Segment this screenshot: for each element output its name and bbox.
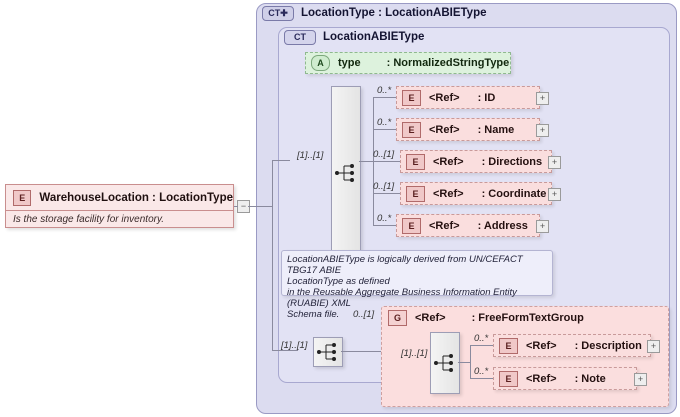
plus-icon[interactable]: + — [536, 92, 549, 105]
root-element-header: E WarehouseLocation : LocationType — [6, 185, 233, 211]
root-element-title: WarehouseLocation : LocationType — [39, 191, 233, 204]
annotation-note: LocationABIEType is logically derived fr… — [281, 250, 553, 320]
connector-to-main-sequence — [272, 160, 290, 161]
element-cardinality-2: 0..[1] — [373, 149, 395, 160]
connector-root-to-branch — [248, 206, 272, 207]
connector-vertical-branch — [272, 160, 273, 350]
group-outer-sequence-compositor[interactable] — [313, 337, 343, 367]
element-ref-label: <Ref> — [433, 155, 464, 168]
main-sequence-cardinality: [1]..[1] — [297, 150, 324, 161]
annotation-line-3: in the Reusable Aggregate Business Infor… — [287, 287, 517, 309]
connector-sequence-out — [359, 161, 373, 162]
element-type-label: : ID — [477, 91, 496, 104]
element-badge-icon: E — [402, 217, 421, 234]
attribute-type: : NormalizedStringType — [386, 57, 510, 69]
group-cardinality: 0..[1] — [353, 309, 375, 320]
element-expand-button-note[interactable]: + — [634, 373, 647, 386]
element-row-id[interactable]: E <Ref> : ID — [396, 86, 540, 109]
element-type-label: : Coordinate — [481, 187, 547, 200]
element-badge-icon: E — [402, 89, 421, 106]
plus-icon[interactable]: + — [536, 124, 549, 137]
group-sequence-compositor[interactable] — [430, 332, 460, 394]
root-element-annotation: Is the storage facility for inventory. — [13, 214, 164, 225]
annotation-line-2: LocationType as defined — [287, 276, 390, 287]
connector-group-element-spine — [470, 345, 471, 379]
plus-icon[interactable]: + — [634, 373, 647, 386]
element-badge-icon: E — [499, 337, 518, 354]
attribute-row-type[interactable]: A type : NormalizedStringType — [305, 52, 511, 74]
complextype-panel-title: LocationType : LocationABIEType — [301, 7, 487, 19]
group-ref-label: <Ref> — [415, 312, 446, 324]
group-element-cardinality-0: 0..* — [474, 333, 489, 344]
annotation-line-1: LocationABIEType is logically derived fr… — [287, 254, 523, 276]
element-ref-label: <Ref> — [526, 372, 557, 385]
element-expand-button-coordinate[interactable]: + — [548, 188, 561, 201]
element-ref-label: <Ref> — [526, 339, 557, 352]
group-type-label: : FreeFormTextGroup — [471, 312, 584, 324]
group-element-cardinality-1: 0..* — [474, 366, 489, 377]
connector-element-1 — [373, 129, 396, 130]
sequence-icon — [434, 354, 453, 372]
inner-complextype-title: LocationABIEType — [323, 31, 425, 43]
connector-group-element-1 — [470, 378, 493, 379]
element-type-label: : Directions — [481, 155, 543, 168]
sequence-icon — [317, 343, 336, 361]
group-badge-icon: G — [388, 310, 407, 326]
plus-icon[interactable]: + — [548, 188, 561, 201]
element-cardinality-1: 0..* — [377, 117, 392, 128]
connector-group-sequence-out — [458, 362, 470, 363]
element-badge-icon: E — [406, 153, 425, 170]
group-sequence-cardinality: [1]..[1] — [401, 348, 428, 359]
plus-icon[interactable]: + — [647, 340, 660, 353]
element-type-label: : Note — [574, 372, 606, 385]
complextype-expand-badge-icon[interactable]: CT✚ — [262, 5, 294, 21]
element-badge-icon: E — [499, 370, 518, 387]
element-expand-button-description[interactable]: + — [647, 340, 660, 353]
complextype-badge-icon: CT — [284, 29, 316, 45]
element-row-address[interactable]: E <Ref> : Address — [396, 214, 540, 237]
annotation-line-4: Schema file. — [287, 309, 340, 320]
element-ref-label: <Ref> — [429, 219, 460, 232]
connector-element-3 — [373, 193, 400, 194]
element-cardinality-4: 0..* — [377, 213, 392, 224]
element-badge-icon: E — [13, 189, 32, 206]
element-badge-icon: E — [406, 185, 425, 202]
element-expand-button-id[interactable]: + — [536, 92, 549, 105]
element-badge-icon: E — [402, 121, 421, 138]
connector-element-2 — [373, 161, 400, 162]
sequence-icon — [335, 164, 354, 182]
element-cardinality-3: 0..[1] — [373, 181, 395, 192]
connector-element-4 — [373, 225, 396, 226]
attribute-badge-icon: A — [311, 55, 330, 71]
element-ref-label: <Ref> — [433, 187, 464, 200]
root-element-warehouselocation[interactable]: E WarehouseLocation : LocationType Is th… — [5, 184, 234, 228]
complextype-panel-header: CT✚ LocationType : LocationABIEType — [257, 4, 676, 22]
element-type-label: : Name — [477, 123, 515, 136]
inner-complextype-header: CT LocationABIEType — [279, 28, 669, 46]
plus-icon[interactable]: + — [536, 220, 549, 233]
element-row-directions[interactable]: E <Ref> : Directions — [400, 150, 552, 173]
element-expand-button-address[interactable]: + — [536, 220, 549, 233]
element-row-coordinate[interactable]: E <Ref> : Coordinate — [400, 182, 552, 205]
connector-root-out — [234, 206, 238, 207]
plus-icon[interactable]: + — [548, 156, 561, 169]
element-row-note[interactable]: E <Ref> : Note — [493, 367, 637, 390]
element-type-label: : Address — [477, 219, 528, 232]
connector-to-group-sequence — [272, 350, 298, 351]
connector-element-0 — [373, 97, 396, 98]
main-sequence-compositor[interactable] — [331, 86, 361, 258]
element-expand-button-name[interactable]: + — [536, 124, 549, 137]
element-row-description[interactable]: E <Ref> : Description — [493, 334, 651, 357]
element-cardinality-0: 0..* — [377, 85, 392, 96]
connector-group-element-0 — [470, 345, 493, 346]
connector-group-outer-to-group — [341, 351, 381, 352]
element-row-name[interactable]: E <Ref> : Name — [396, 118, 540, 141]
element-ref-label: <Ref> — [429, 91, 460, 104]
element-ref-label: <Ref> — [429, 123, 460, 136]
element-expand-button-directions[interactable]: + — [548, 156, 561, 169]
attribute-name: type — [338, 57, 361, 69]
group-outer-sequence-cardinality: [1]..[1] — [281, 340, 308, 351]
group-header: G <Ref> : FreeFormTextGroup — [382, 307, 668, 327]
element-type-label: : Description — [574, 339, 642, 352]
